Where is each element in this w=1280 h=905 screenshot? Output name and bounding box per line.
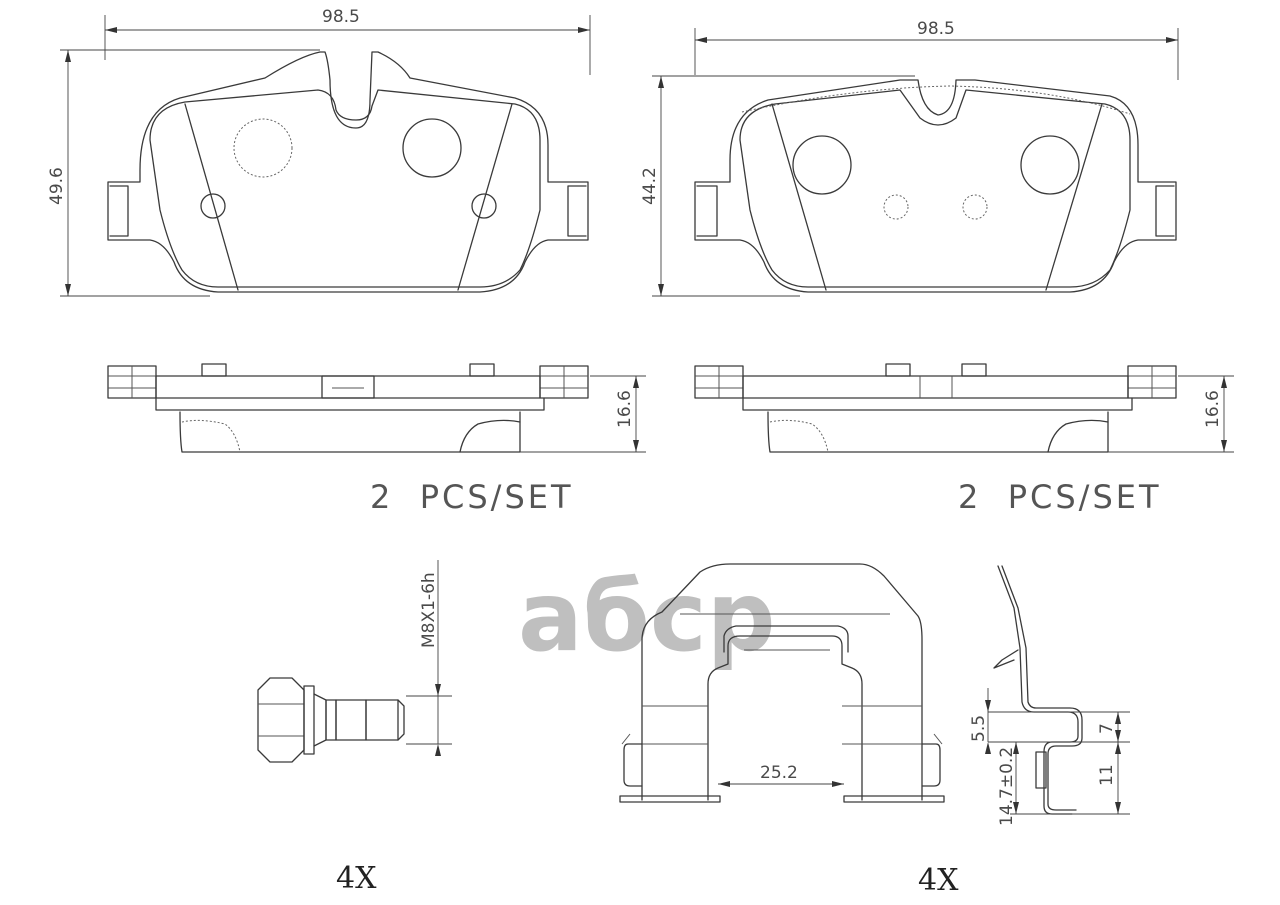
spring-dim-c: 14.7±0.2: [997, 747, 1017, 826]
bolt-quantity: 4X: [336, 861, 377, 896]
right-pad-set-label: 2 PCS/SET: [958, 478, 1162, 516]
spring-clip-side-drawing: 5.5 14.7±0.2 7 11: [969, 565, 1130, 826]
left-pad-side-view: 16.6 2 PCS/SET: [107, 363, 646, 516]
spring-dim-d: 11: [1097, 764, 1117, 786]
anti-rattle-clip-drawing: 25.2 4X: [619, 563, 959, 898]
right-pad-height-dim: 44.2: [640, 167, 660, 205]
clip-quantity: 4X: [918, 863, 959, 898]
right-pad-width-dim: 98.5: [917, 19, 955, 39]
left-pad-set-label: 2 PCS/SET: [370, 478, 574, 516]
left-pad-height-dim: 49.6: [47, 167, 67, 205]
clip-width-dim: 25.2: [760, 763, 798, 783]
left-pad-front-view: 98.5 49.6: [47, 7, 591, 297]
left-pad-thickness-dim: 16.6: [615, 390, 635, 428]
bolt-thread-label: M8X1-6h: [419, 572, 439, 648]
spring-dim-b: 7: [1097, 723, 1117, 734]
right-pad-front-view: 98.5 44.2: [640, 19, 1179, 297]
right-pad-thickness-dim: 16.6: [1203, 390, 1223, 428]
spring-dim-a: 5.5: [969, 715, 989, 742]
left-pad-width-dim: 98.5: [322, 7, 360, 27]
watermark-logo: aбcp: [518, 561, 775, 673]
right-pad-side-view: 16.6 2 PCS/SET: [694, 363, 1234, 516]
guide-bolt-drawing: M8X1-6h 4X: [257, 560, 452, 896]
